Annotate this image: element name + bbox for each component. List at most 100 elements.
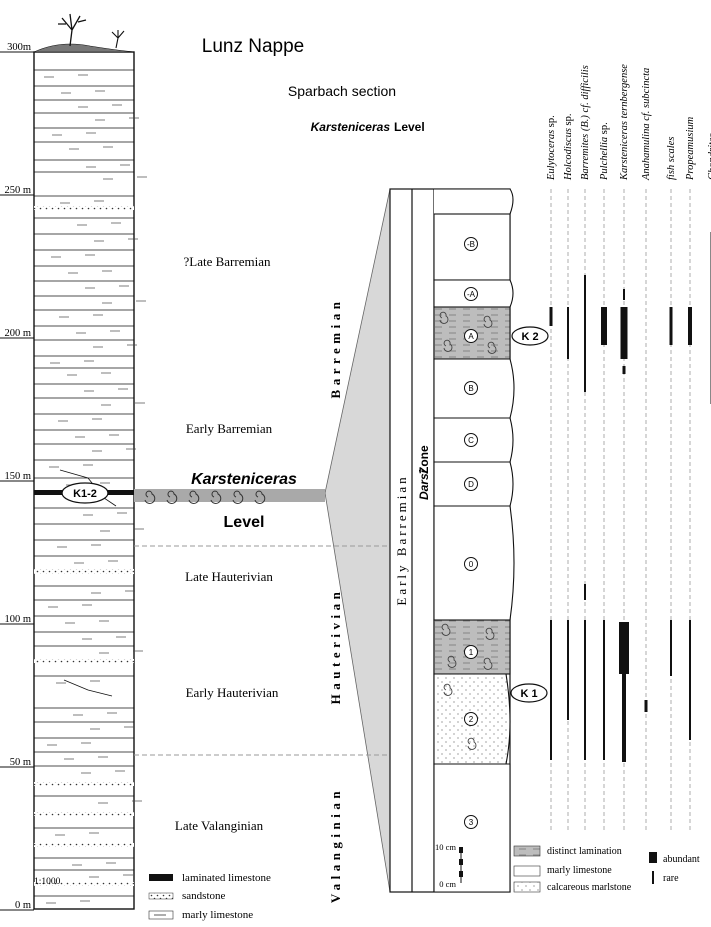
legend-left: laminated limestone sandstone marly lime… <box>148 872 271 921</box>
taxon-range-bar <box>669 307 673 345</box>
sample-label-k1-oval <box>510 683 548 703</box>
height-tick-label: 250 m <box>4 185 31 196</box>
stage-valanginian: Valanginian <box>328 787 343 903</box>
age-label-early-barremian: Early Barremian <box>186 421 273 436</box>
bar-scale: 10 cm 0 cm <box>435 842 463 889</box>
bed-number-circle <box>464 237 478 251</box>
legend-marly-limestone: marly limestone <box>182 909 253 921</box>
level-genus-label: Karsteniceras <box>191 471 297 488</box>
taxon-label: Eulytoceras sp. <box>546 115 557 181</box>
legend-rare: rare <box>663 873 679 884</box>
legend-distinct-lamination: distinct lamination <box>547 846 622 857</box>
bed-number: 0 <box>469 560 474 569</box>
bed-number-circle <box>464 712 478 726</box>
section-label-oval <box>61 482 109 504</box>
taxon-range-bar <box>584 708 586 760</box>
height-tick-label: 150 m <box>4 471 31 482</box>
taxon-range-bar <box>567 307 569 359</box>
legend-calcareous-marlstone: calcareous marlstone <box>547 882 632 893</box>
legend-marly-limestone-detail: marly limestone <box>547 865 612 876</box>
surface-trees-icon <box>33 13 135 53</box>
left-lithology-column <box>33 13 147 910</box>
karsteniceras-level-band <box>134 489 325 502</box>
bed-number: C <box>468 436 474 445</box>
age-label-late-valanginian: Late Valanginian <box>175 818 264 833</box>
age-label-late-barremian: ?Late Barremian <box>184 254 271 269</box>
sample-label-k2-oval <box>511 326 549 346</box>
bed-number-circle <box>464 557 478 571</box>
taxon-range-bar <box>567 620 569 720</box>
taxon-range-bar <box>550 620 552 760</box>
taxon-range-bar <box>549 307 553 326</box>
bed-number: 3 <box>469 818 474 827</box>
taxon-range-bar <box>623 289 625 300</box>
left-column-marl-dashes <box>44 74 147 904</box>
age-label-early-hauterivian: Early Hauterivian <box>186 685 279 700</box>
taxon-range-bar <box>622 366 626 374</box>
section-title: Sparbach section <box>288 83 396 99</box>
age-label-late-hauterivian: Late Hauterivian <box>185 569 273 584</box>
stage-barremian: Barremian <box>328 298 343 399</box>
substage-header: Early Barremian <box>394 474 409 605</box>
taxon-range-bar <box>603 620 605 760</box>
taxon-label: Propeamusium <box>685 116 696 181</box>
scale-note: 1:1000 <box>34 877 61 887</box>
bed-number-circle <box>464 329 478 343</box>
ammonite-icons <box>144 490 266 504</box>
taxon-label: Karsteniceras ternbergense <box>619 64 630 181</box>
bed-number-circle <box>464 433 478 447</box>
height-tick-label: 50 m <box>10 757 31 768</box>
legend-sandstone: sandstone <box>182 890 226 902</box>
height-axis: 300m 250 m 200 m 150 m 100 m 50 m 0 m <box>0 42 34 911</box>
nappe-title: Lunz Nappe <box>202 36 304 57</box>
legend-laminated-limestone: laminated limestone <box>182 872 271 884</box>
bar-scale-bottom: 0 cm <box>439 879 456 889</box>
stage-hauterivian: Hauterivian <box>328 588 343 705</box>
taxon-range-bar <box>622 674 626 762</box>
taxon-label: Chondrites <box>707 133 711 180</box>
age-labels: ?Late Barremian Early Barremian Late Hau… <box>175 254 279 833</box>
taxon-label: Pulchellia sp. <box>599 122 610 181</box>
height-tick-label: 0 m <box>15 900 31 911</box>
taxon-label: Anahamulina cf. subcincta <box>641 68 652 181</box>
height-tick-label: 300m <box>7 42 31 53</box>
enlargement-fan <box>324 188 391 893</box>
taxon-range-bar <box>688 307 692 345</box>
sandstone-bands <box>34 206 134 886</box>
bed-number: 2 <box>469 715 474 724</box>
bed-number-circle <box>464 815 478 829</box>
bed-number-circle <box>464 645 478 659</box>
bed-number: D <box>468 480 474 489</box>
zone-genus-header: Darsi <box>417 469 431 500</box>
taxon-range-bar <box>584 584 586 600</box>
legend-right: distinct lamination marly limestone calc… <box>513 845 700 893</box>
sample-label-k1: K 1 <box>520 688 537 700</box>
taxon-label: Holcodiscus sp. <box>563 113 574 181</box>
taxon-range-bar <box>644 700 648 712</box>
taxon-range-bar <box>620 307 628 359</box>
taxon-range-bar <box>619 622 629 674</box>
height-tick-label: 200 m <box>4 328 31 339</box>
height-tick-label: 100 m <box>4 614 31 625</box>
level-genus-title: Karsteniceras <box>311 120 391 134</box>
level-word-title: Level <box>394 120 425 134</box>
taxon-range-bar <box>584 275 586 392</box>
taxon-range-bar <box>670 620 672 676</box>
taxa-range-chart: Eulytoceras sp.Holcodiscus sp.Barremites… <box>546 64 711 832</box>
taxon-range-bar <box>601 307 607 345</box>
bar-scale-top: 10 cm <box>435 842 456 852</box>
bed-number: -B <box>467 240 475 249</box>
sample-label-k2: K 2 <box>521 331 538 343</box>
level-word-label: Level <box>224 514 265 531</box>
left-column-beds <box>34 69 134 897</box>
bed-number-circle <box>464 287 478 301</box>
section-label: K1-2 <box>73 488 97 500</box>
bed-number-circle <box>464 381 478 395</box>
bed-number: B <box>468 384 473 393</box>
bed-number: A <box>468 332 474 341</box>
taxon-label: fish scales <box>666 137 677 180</box>
taxon-range-bar <box>584 620 586 708</box>
taxon-range-bar <box>689 620 691 740</box>
